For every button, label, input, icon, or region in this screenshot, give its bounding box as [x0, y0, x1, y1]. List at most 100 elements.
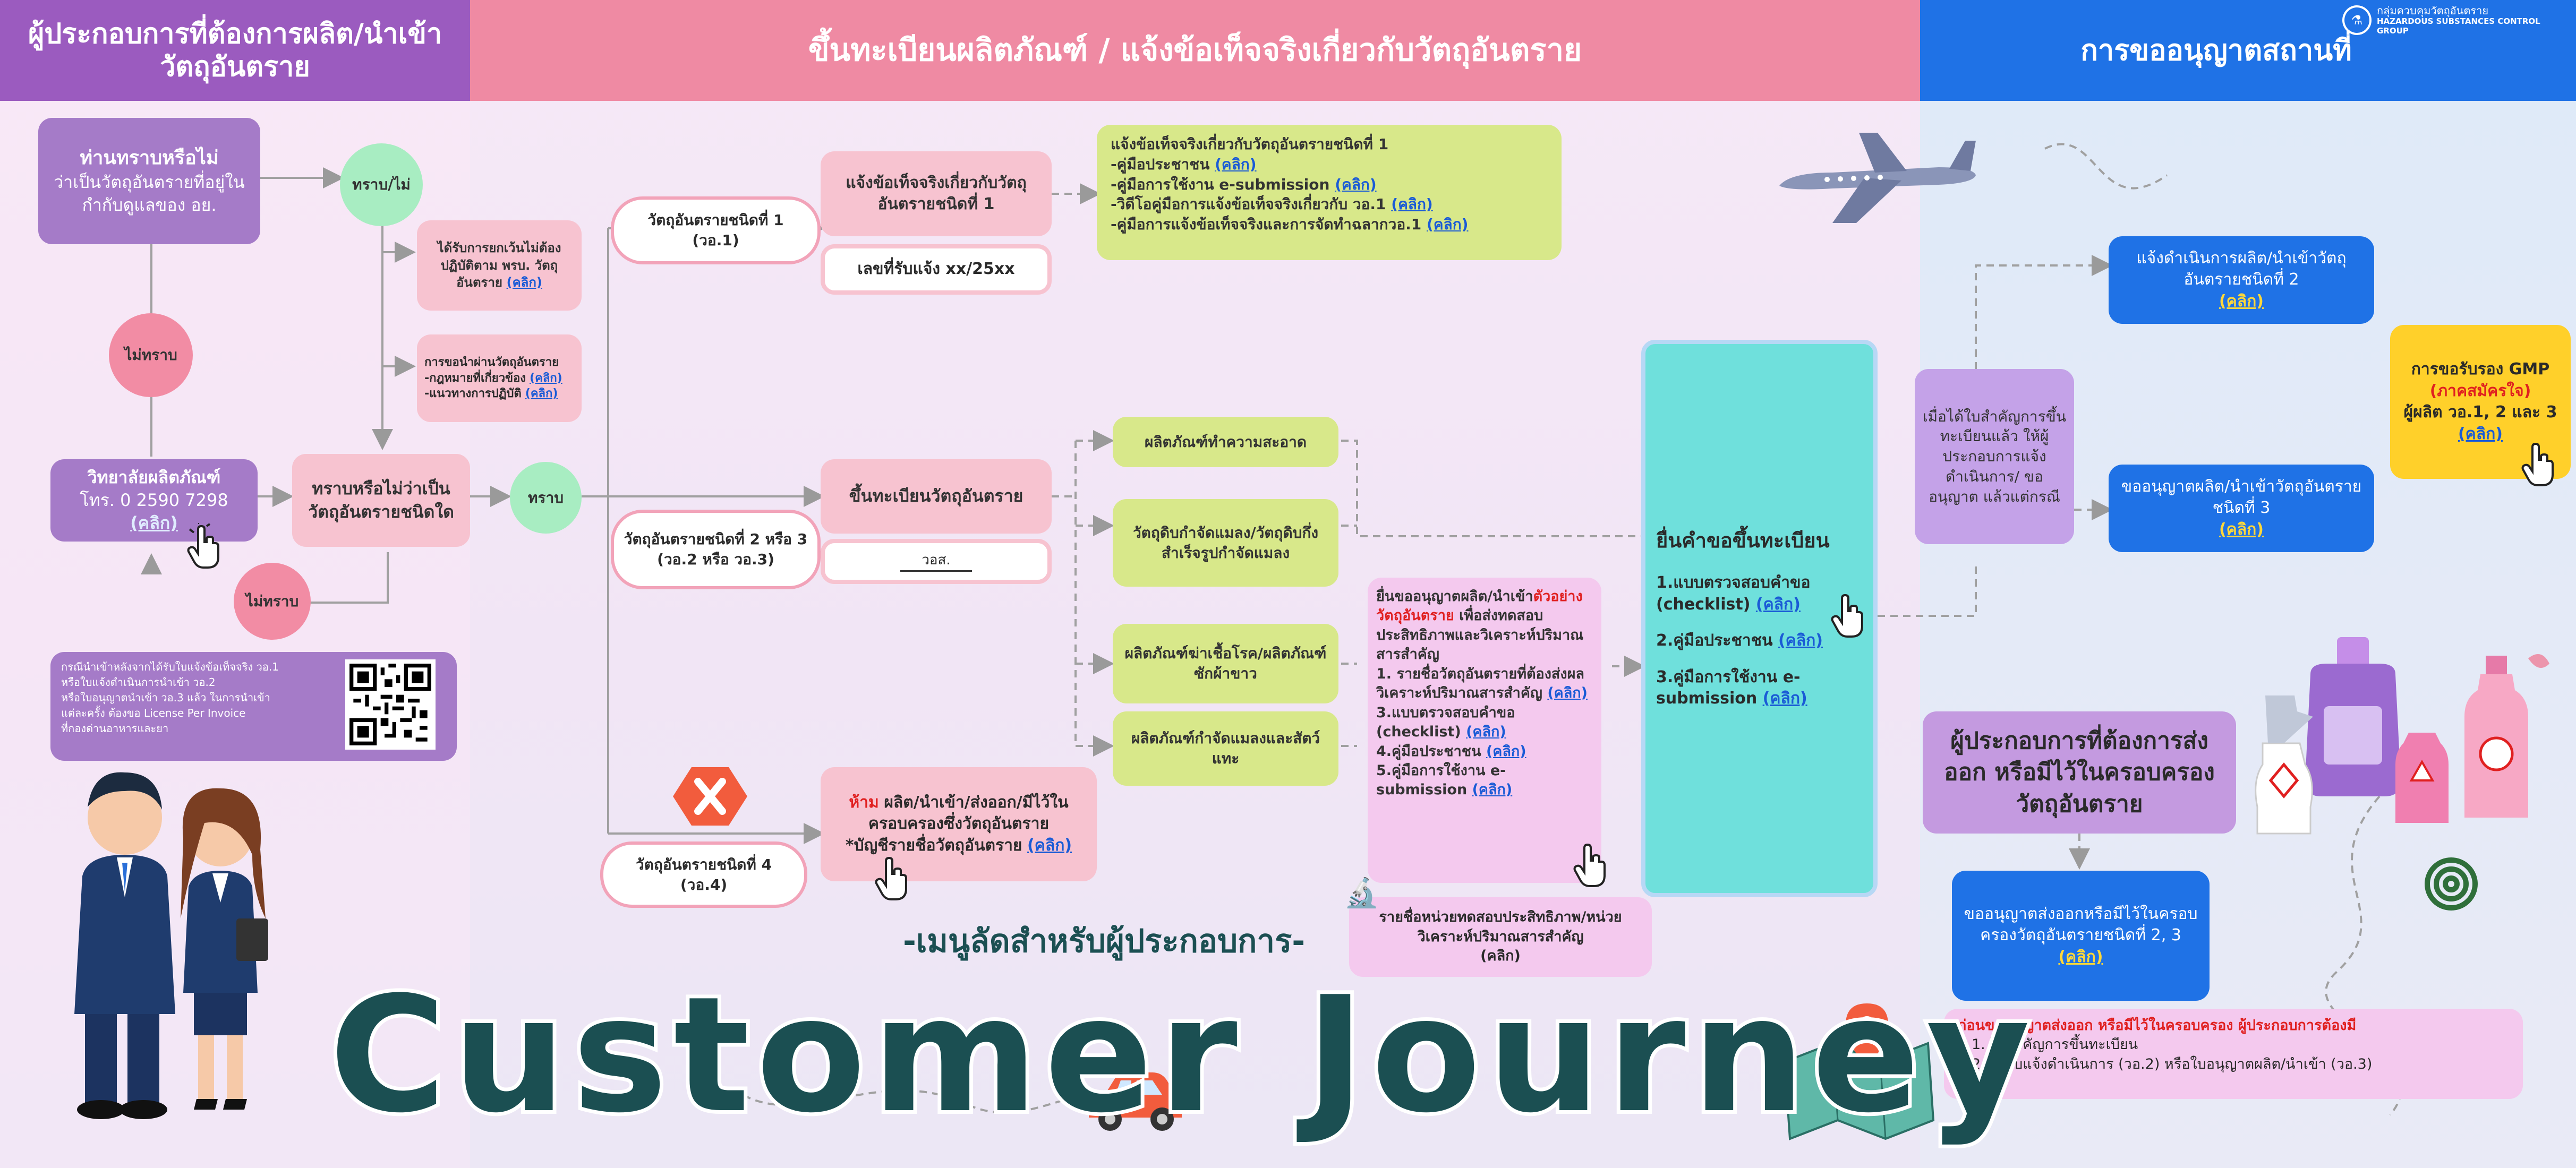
note-line-2: หรือใบแจ้งดำเนินการนำเข้า วอ.2 [61, 676, 216, 689]
know-yes-no-label: ทราบ/ไม่ [352, 176, 411, 193]
sample-item-4-link[interactable]: (คลิก) [1486, 743, 1526, 760]
banner-subtitle: -เมนูลัดสำหรับผู้ประกอบการ- [903, 923, 1306, 960]
exempt-link[interactable]: (คลิก) [506, 275, 542, 290]
submit-title: ยื่นคำขอขึ้นทะเบียน [1656, 529, 1830, 553]
click-hand-icon-gmp [2518, 441, 2560, 488]
header-site-permit-text: การขออนุญาตสถานที่ [2080, 33, 2352, 67]
sample-item-5-link[interactable]: (คลิก) [1472, 781, 1513, 798]
permit-type3-box[interactable]: ขออนุญาตผลิต/นำเข้าวัตถุอันตรายชนิดที่ 3… [2109, 465, 2374, 552]
institute-box[interactable]: วิทยาลัยผลิตภัณฑ์ โทร. 0 2590 7298 (คลิก… [50, 459, 258, 542]
classify-text: ทราบหรือไม่ว่าเป็นวัตถุอันตรายชนิดใด [308, 478, 454, 522]
register-document-label: วอส. [900, 551, 972, 572]
ban-list-text: *บัญชีรายชื่อวัตถุอันตราย [845, 836, 1022, 855]
gmp-box[interactable]: การขอรับรอง GMP (ภาคสมัครใจ) ผู้ผลิต วอ.… [2390, 325, 2571, 479]
customer-characters-illustration [61, 759, 284, 1131]
info-item-3: -วิดีโอคู่มือการแจ้งข้อเท็จจริงเกี่ยวกับ… [1111, 195, 1386, 213]
map-illustration [1774, 993, 1944, 1147]
note-line-1: กรณีนำเข้าหลังจากได้รับใบแจ้งข้อเท็จจริง… [61, 660, 279, 673]
category-disinfect[interactable]: ผลิตภัณฑ์ฆ่าเชื้อโรค/ผลิตภัณฑ์ซักผ้าขาว [1113, 624, 1338, 703]
sample-item-3: 3.แบบตรวจสอบคำขอ (checklist) [1376, 704, 1515, 741]
import-rules-title: การขอนำผ่านวัตถุอันตราย [424, 355, 559, 369]
sample-item-1-link[interactable]: (คลิก) [1547, 685, 1588, 702]
submit-item-1-link[interactable]: (คลิก) [1755, 595, 1801, 614]
import-rules-guide-link[interactable]: (คลิก) [525, 387, 558, 401]
lab-list-text: รายชื่อหน่วยทดสอบประสิทธิภาพ/หน่วยวิเครา… [1379, 909, 1622, 945]
info-item-1-link[interactable]: (คลิก) [1215, 155, 1257, 173]
submit-item-1: 1.แบบตรวจสอบคำขอ (checklist) [1656, 573, 1811, 614]
type1-info-box: แจ้งข้อเท็จจริงเกี่ยวกับวัตถุอันตรายชนิด… [1097, 125, 1562, 260]
sample-permit-box: ยื่นขออนุญาตผลิต/นำเข้าตัวอย่างวัตถุอันต… [1368, 578, 1601, 883]
register-document-box: วอส. [821, 539, 1052, 584]
sample-item-3-link[interactable]: (คลิก) [1466, 724, 1506, 741]
notify-type2-link[interactable]: (คลิก) [2219, 291, 2264, 311]
notify-type1-text: แจ้งข้อเท็จจริงเกี่ยวกับวัตถุอันตรายชนิด… [846, 173, 1027, 214]
ban-box[interactable]: ห้าม ผลิต/นำเข้า/ส่งออก/มีไว้ในครอบครองซ… [821, 767, 1097, 881]
know-question-box: ท่านทราบหรือไม่ ว่าเป็นวัตถุอันตรายที่อย… [38, 118, 260, 244]
logo-line-1: กลุ่มควบคุมวัตถุอันตราย [2377, 4, 2489, 18]
ban-list-link[interactable]: (คลิก) [1027, 836, 1072, 855]
submit-item-2: 2.คู่มือประชาชน [1656, 631, 1773, 650]
export-permit-box[interactable]: ขออนุญาตส่งออกหรือมีไว้ในครอบครองวัตถุอั… [1952, 871, 2210, 1001]
receipt-number-text: เลขที่รับแจ้ง xx/25xx [857, 260, 1015, 279]
import-rules-box: การขอนำผ่านวัตถุอันตราย -กฎหมายที่เกี่ยว… [417, 334, 582, 422]
qr-code-graphic [349, 664, 431, 745]
logo-line-2: HAZARDOUS SUBSTANCES CONTROL GROUP [2377, 16, 2540, 36]
export-requirement-1: 1. ใบสำคัญการขึ้นทะเบียน [1972, 1036, 2138, 1053]
export-requirement-2: 2. ใบรับแจ้งดำเนินการ (วอ.2) หรือใบอนุญา… [1972, 1055, 2373, 1072]
info-item-2: -คู่มือการใช้งาน e-submission [1111, 175, 1330, 193]
register-text: ขึ้นทะเบียนวัตถุอันตราย [849, 486, 1023, 506]
note-line-4: แต่ละครั้ง ต้องขอ License Per Invoice [61, 707, 246, 719]
type1-pill: วัตถุอันตรายชนิดที่ 1 (วอ.1) [611, 196, 821, 264]
click-hand-icon-ban [871, 855, 914, 903]
notify-type2-text: แจ้งดำเนินการผลิต/นำเข้าวัตถุอันตรายชนิด… [2136, 248, 2347, 289]
type1-pill-text: วัตถุอันตรายชนิดที่ 1 [647, 211, 784, 229]
logo-icon: ⚗ [2342, 5, 2372, 35]
category-pest-raw[interactable]: วัตถุดิบกำจัดแมลง/วัตถุดิบกึ่งสำเร็จรูปก… [1113, 499, 1338, 587]
not-know-label: ไม่ทราบ [124, 346, 177, 364]
know-label: ทราบ [528, 488, 564, 506]
submit-item-2-link[interactable]: (คลิก) [1778, 631, 1823, 650]
qr-code[interactable] [345, 659, 436, 750]
gmp-who: ผู้ผลิต วอ.1, 2 และ 3 [2403, 403, 2557, 422]
type4-pill-sub: (วอ.4) [680, 875, 728, 894]
submit-registration-box: ยื่นคำขอขึ้นทะเบียน 1.แบบตรวจสอบคำขอ (ch… [1641, 340, 1878, 897]
submit-item-3-link[interactable]: (คลิก) [1762, 689, 1807, 708]
submit-item-3: 3.คู่มือการใช้งาน e-submission [1656, 667, 1801, 708]
click-hand-icon-submit [1827, 592, 1870, 640]
type4-pill: วัตถุอันตรายชนิดที่ 4 (วอ.4) [600, 841, 807, 908]
category-cleaning-text: ผลิตภัณฑ์ทำความสะอาด [1144, 433, 1307, 451]
export-permit-text: ขออนุญาตส่งออกหรือมีไว้ในครอบครองวัตถุอั… [1964, 904, 2198, 945]
sample-item-1: 1. รายชื่อวัตถุอันตรายที่ต้องส่งผลวิเครา… [1376, 665, 1584, 702]
know-circle: ทราบ [510, 462, 582, 534]
institute-phone: โทร. 0 2590 7298 [80, 489, 228, 510]
institute-title: วิทยาลัยผลิตภัณฑ์ [87, 467, 221, 487]
category-pest-animal[interactable]: ผลิตภัณฑ์กำจัดแมลงและสัตว์แทะ [1113, 711, 1338, 786]
notify-type2-box[interactable]: แจ้งดำเนินการผลิต/นำเข้าวัตถุอันตรายชนิด… [2109, 236, 2374, 324]
import-rules-guide: -แนวทางการปฏิบัติ [424, 387, 522, 401]
note-line-5: ที่กองด่านอาหารและยา [61, 722, 169, 735]
header-registration: ขึ้นทะเบียนผลิตภัณฑ์ / แจ้งข้อเท็จจริงเก… [470, 0, 1920, 101]
header-producer-importer-text: ผู้ประกอบการที่ต้องการผลิต/นำเข้าวัตถุอั… [28, 18, 442, 83]
type1-info-title: แจ้งข้อเท็จจริงเกี่ยวกับวัตถุอันตรายชนิด… [1111, 135, 1389, 153]
type23-pill-sub: (วอ.2 หรือ วอ.3) [657, 551, 774, 568]
category-cleaning[interactable]: ผลิตภัณฑ์ทำความสะอาด [1113, 417, 1338, 467]
exempt-box[interactable]: ได้รับการยกเว้นไม่ต้องปฏิบัติตาม พรบ. วั… [417, 220, 582, 311]
lab-list-box[interactable]: รายชื่อหน่วยทดสอบประสิทธิภาพ/หน่วยวิเครา… [1349, 897, 1652, 977]
gmp-link[interactable]: (คลิก) [2458, 424, 2503, 443]
institute-link[interactable]: (คลิก) [130, 513, 178, 534]
info-item-4-link[interactable]: (คลิก) [1427, 216, 1469, 234]
not-know-label-2: ไม่ทราบ [245, 592, 299, 610]
permit-type3-link[interactable]: (คลิก) [2219, 520, 2264, 539]
gmp-voluntary: (ภาคสมัครใจ) [2429, 381, 2531, 400]
register-box: ขึ้นทะเบียนวัตถุอันตราย [821, 459, 1052, 534]
info-item-2-link[interactable]: (คลิก) [1335, 175, 1377, 193]
not-know-circle-2: ไม่ทราบ [234, 563, 311, 640]
import-rules-law-link[interactable]: (คลิก) [530, 371, 562, 385]
type23-pill: วัตถุอันตรายชนิดที่ 2 หรือ 3 (วอ.2 หรือ … [611, 510, 821, 589]
receipt-number-box: เลขที่รับแจ้ง xx/25xx [821, 244, 1052, 295]
sample-title-2: เพื่อส่งทดสอบประสิทธิภาพและวิเคราะห์ปริม… [1376, 607, 1584, 663]
info-item-3-link[interactable]: (คลิก) [1391, 195, 1433, 213]
lab-list-link[interactable]: (คลิก) [1480, 948, 1521, 965]
export-permit-link[interactable]: (คลิก) [2058, 947, 2103, 966]
header-site-permit: การขออนุญาตสถานที่ [1920, 0, 2576, 101]
